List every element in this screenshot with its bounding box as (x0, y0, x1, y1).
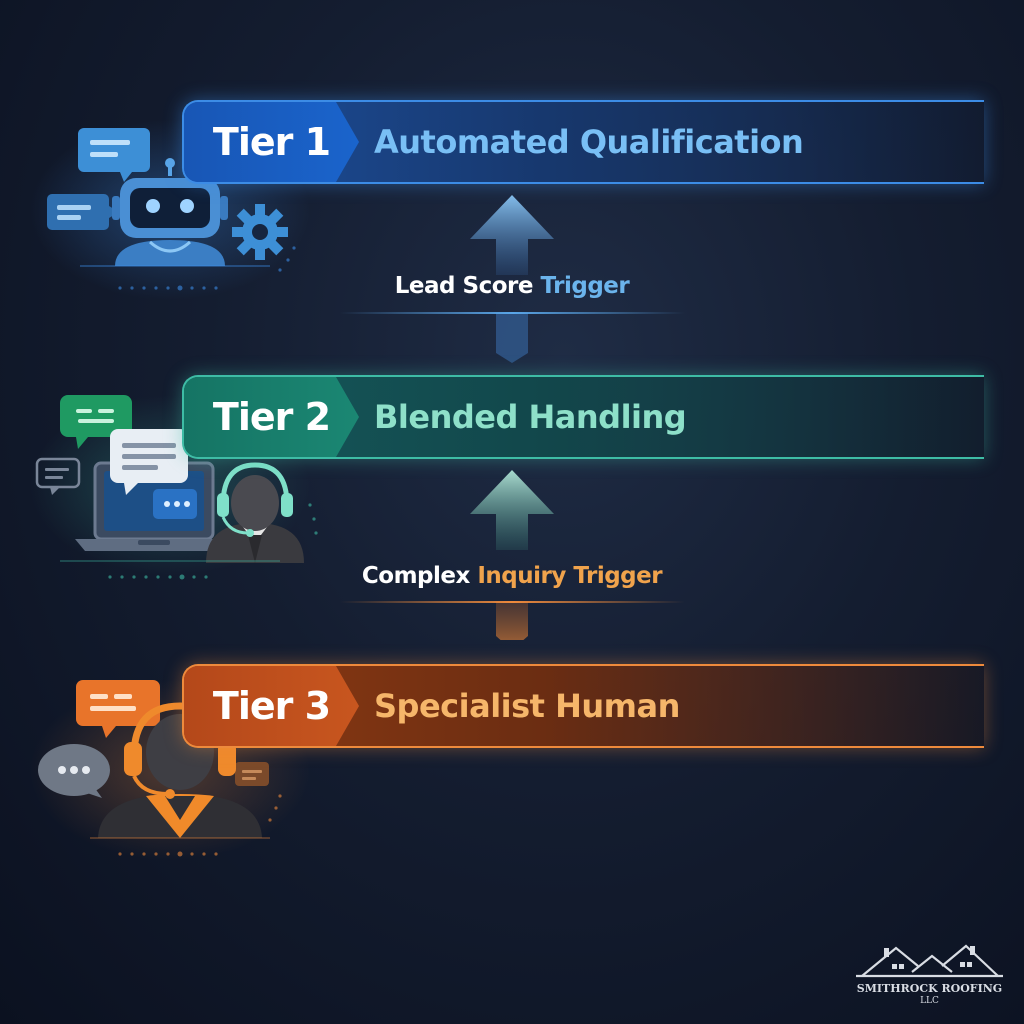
complex-inquiry-trigger-arrow (470, 470, 554, 640)
trigger-text: Complex (361, 563, 478, 589)
chat-bubble-icon (78, 128, 150, 182)
trigger-text: Lead Score (394, 273, 541, 299)
company-logo: SMITHROCK ROOFING LLC (852, 940, 1007, 1010)
chat-bubble-icon (235, 762, 269, 786)
tier-3-label: Tier 3 (184, 666, 359, 746)
house-logo-icon (856, 944, 1003, 978)
tier-2-label: Tier 2 (184, 377, 359, 457)
tier-2-name: Blended Handling (374, 398, 687, 436)
lead-score-trigger-arrow (470, 195, 554, 363)
tier-3-name: Specialist Human (374, 687, 680, 725)
chat-bubble-icon (110, 429, 188, 495)
dots-decoration (108, 503, 318, 580)
logo-company-name: SMITHROCK ROOFING (856, 982, 1003, 995)
trigger-divider (340, 312, 685, 314)
tier-1-name: Automated Qualification (374, 123, 804, 161)
chat-bubble-icon (60, 395, 132, 449)
tier-1-bar: Tier 1 Automated Qualification (182, 100, 984, 184)
tier-2-bar: Tier 2 Blended Handling (182, 375, 984, 459)
gear-icon (232, 204, 288, 260)
chat-bubble-icon (38, 744, 110, 798)
dots-decoration (118, 246, 296, 291)
trigger-accent-text: Inquiry Trigger (477, 563, 663, 589)
chat-bubble-icon (76, 680, 160, 738)
tier-3-bar: Tier 3 Specialist Human (182, 664, 984, 748)
headset-agent-icon (206, 462, 304, 563)
trigger-accent-text: Trigger (540, 273, 630, 299)
dots-decoration (118, 794, 282, 857)
chat-bubble-icon (35, 457, 81, 495)
complex-inquiry-trigger-label: Complex Inquiry Trigger (262, 563, 762, 589)
chat-bubble-icon (47, 194, 119, 230)
trigger-divider (340, 601, 685, 603)
chat-bubble-icon (153, 489, 197, 519)
robot-icon (112, 158, 228, 266)
tier-1-label: Tier 1 (184, 102, 359, 182)
lead-score-trigger-label: Lead Score Trigger (262, 273, 762, 299)
logo-company-suffix: LLC (920, 996, 939, 1006)
